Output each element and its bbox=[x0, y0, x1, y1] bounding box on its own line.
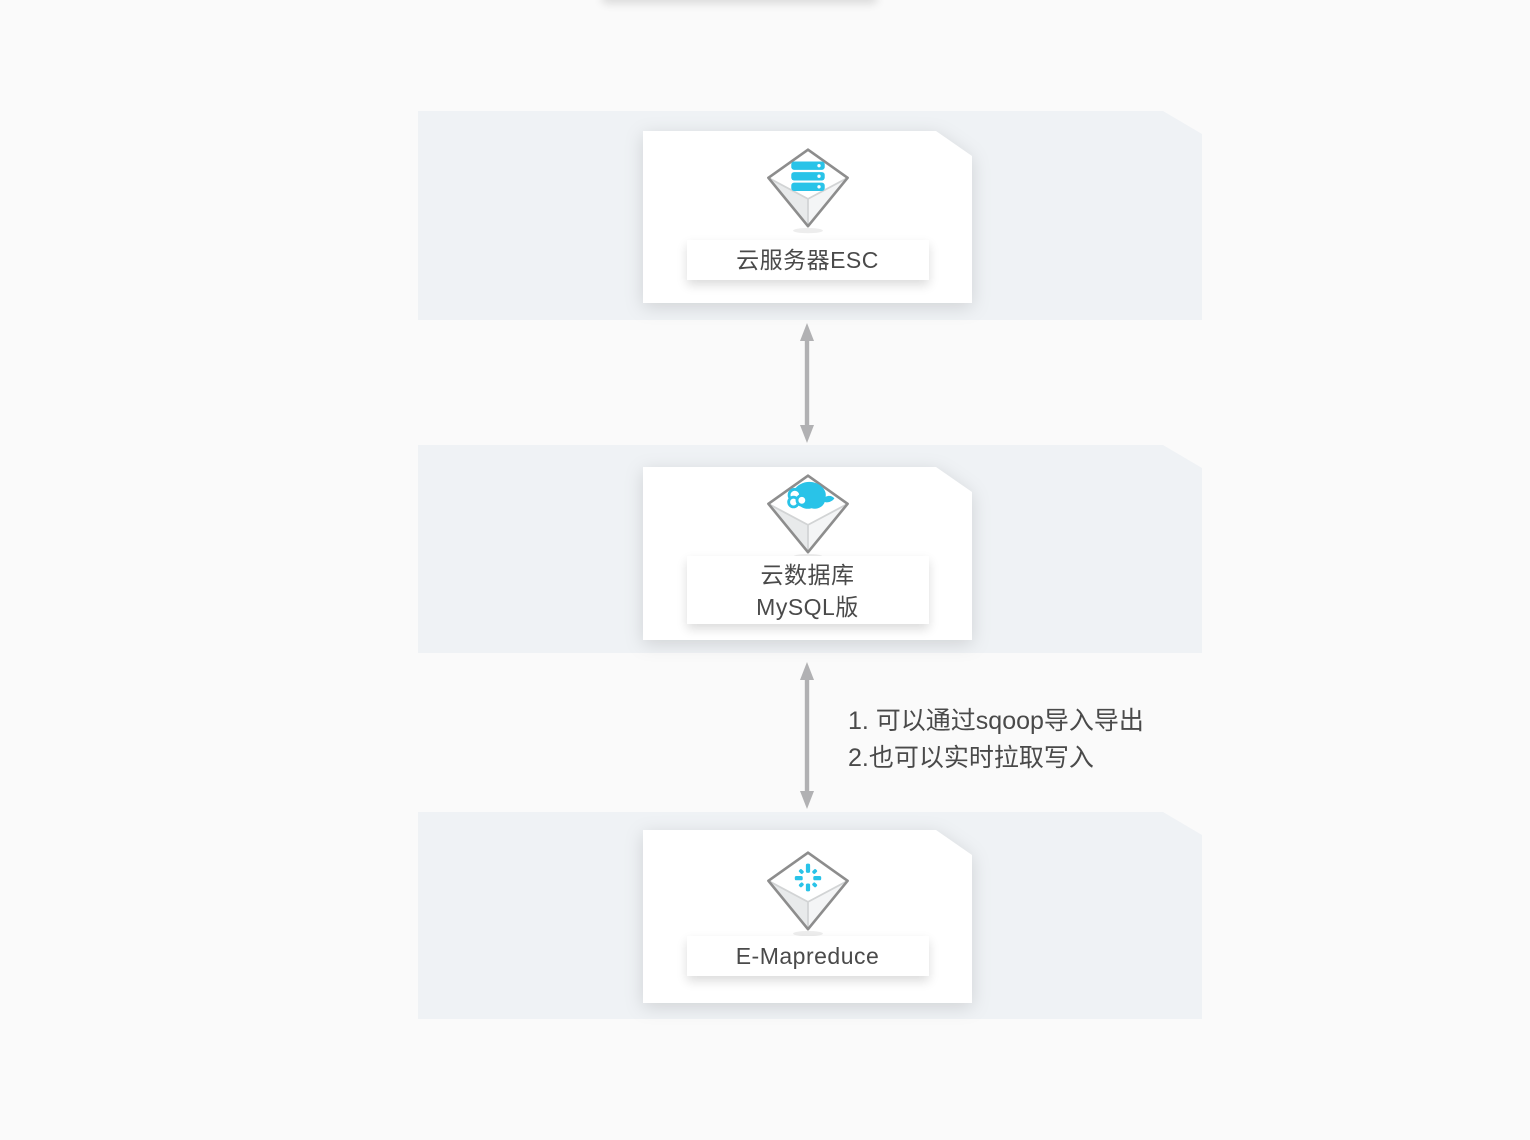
mysql-dolphin-glyph bbox=[786, 481, 834, 509]
bidirectional-arrow-icon bbox=[800, 323, 814, 443]
mysql-dolphin-cube-icon bbox=[766, 474, 849, 560]
node-card-emapreduce-surface: E-Mapreduce bbox=[643, 830, 972, 1003]
server-cube-icon bbox=[766, 148, 849, 234]
arrow-annotation: 1. 可以通过sqoop导入导出 2.也可以实时拉取写入 bbox=[848, 703, 1144, 777]
node-card-rds-mysql-surface: 云数据库 MySQL版 bbox=[643, 467, 972, 640]
emapreduce-spinner-cube-icon bbox=[766, 851, 849, 937]
spinner-glyph bbox=[794, 863, 821, 892]
node-card-ecs: 云服务器ESC bbox=[643, 131, 972, 303]
annotation-line-1: 1. 可以通过sqoop导入导出 bbox=[848, 707, 1144, 735]
node-card-rds-mysql: 云数据库 MySQL版 bbox=[643, 467, 972, 640]
node-label-rds-mysql: 云数据库 MySQL版 bbox=[686, 556, 929, 624]
node-label-ecs: 云服务器ESC bbox=[686, 240, 929, 280]
node-card-ecs-surface: 云服务器ESC bbox=[643, 131, 972, 303]
node-label-emapreduce: E-Mapreduce bbox=[686, 936, 929, 976]
node-card-emapreduce: E-Mapreduce bbox=[643, 830, 972, 1003]
bidirectional-arrow-icon bbox=[800, 662, 814, 809]
node-label-rds-line1: 云数据库 bbox=[760, 562, 855, 588]
node-label-rds-line2: MySQL版 bbox=[756, 594, 859, 620]
annotation-line-2: 2.也可以实时拉取写入 bbox=[848, 744, 1094, 772]
